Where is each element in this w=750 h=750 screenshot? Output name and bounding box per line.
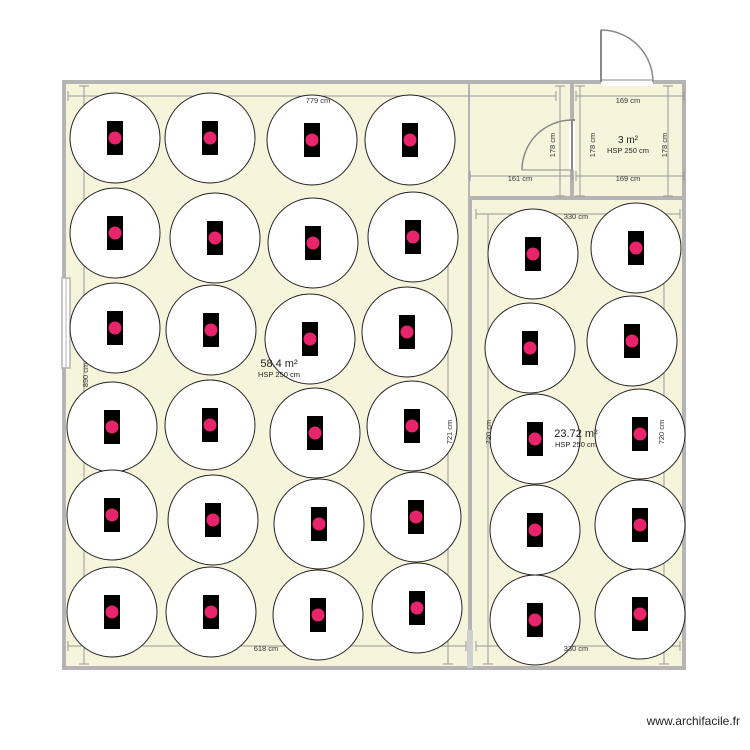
lamp-light-dot — [105, 508, 119, 522]
light-fixture — [69, 187, 161, 279]
room-floors — [62, 80, 686, 670]
lamp-light-dot — [629, 241, 643, 255]
dim-corridor-width: 161 cm — [508, 174, 533, 183]
light-fixture — [484, 302, 576, 394]
light-fixture — [371, 562, 463, 654]
room-labels: 58.4 m² HSP 250 cm 23.72 m² HSP 250 cm 3… — [258, 135, 649, 449]
light-fixture — [366, 380, 458, 472]
dimension-labels: 779 cm 169 cm 169 cm 161 cm 330 cm 330 c… — [81, 96, 669, 653]
lamp-light-dot — [526, 247, 540, 261]
light-fixture — [364, 94, 456, 186]
lamp-light-dot — [633, 427, 647, 441]
light-fixture — [594, 568, 686, 660]
lamp-light-dot — [633, 607, 647, 621]
door-small-room — [521, 119, 575, 171]
light-fixture — [66, 381, 158, 473]
lamp-light-dot — [528, 523, 542, 537]
light-fixture — [69, 282, 161, 374]
light-fixture — [66, 566, 158, 658]
main-room-hsp: HSP 250 cm — [258, 370, 300, 379]
light-fixture — [594, 479, 686, 571]
light-fixture — [69, 92, 161, 184]
light-fixture — [489, 574, 581, 666]
small-room-area: 3 m² — [618, 135, 639, 146]
dim-right-right-height: 720 cm — [657, 420, 666, 445]
dim-small-bottom-width: 169 cm — [616, 174, 641, 183]
dim-right-left-height: 720 cm — [484, 420, 493, 445]
light-fixture — [273, 478, 365, 570]
lamp-light-dot — [105, 420, 119, 434]
lamp-light-dot — [203, 418, 217, 432]
lamp-light-dot — [208, 231, 222, 245]
light-fixture — [269, 387, 361, 479]
main-room-area: 58.4 m² — [260, 358, 298, 370]
dim-right-top-width: 330 cm — [564, 212, 589, 221]
light-fixture — [264, 293, 356, 385]
lamp-light-dot — [306, 236, 320, 250]
lamp-light-dot — [406, 230, 420, 244]
lamp-light-dot — [312, 517, 326, 531]
lamp-light-dot — [105, 605, 119, 619]
lamp-light-dot — [311, 608, 325, 622]
small-room-hsp: HSP 250 cm — [607, 146, 649, 155]
light-fixture — [167, 474, 259, 566]
lamp-light-dot — [633, 518, 647, 532]
right-room-area: 23.72 m² — [554, 428, 598, 440]
light-fixture — [165, 566, 257, 658]
lamp-light-dot — [400, 325, 414, 339]
light-fixture — [165, 284, 257, 376]
light-fixture — [594, 388, 686, 480]
archifacile-watermark[interactable]: www.archifacile.fr — [646, 714, 740, 728]
lamp-light-dot — [528, 613, 542, 627]
dim-height-178-a: 178 cm — [548, 133, 557, 158]
dim-main-bottom-width: 618 cm — [254, 644, 279, 653]
light-fixture — [169, 192, 261, 284]
dim-top-width: 779 cm — [306, 96, 331, 105]
lamp-light-dot — [108, 131, 122, 145]
lamp-light-dot — [108, 321, 122, 335]
light-fixture — [586, 295, 678, 387]
light-fixture — [164, 379, 256, 471]
light-fixture — [164, 92, 256, 184]
light-fixture — [361, 286, 453, 378]
window-left — [61, 277, 71, 369]
lamp-light-dot — [410, 601, 424, 615]
light-fixture — [489, 484, 581, 576]
dim-right-bottom-width: 330 cm — [564, 644, 589, 653]
lamp-light-dot — [206, 513, 220, 527]
light-fixture — [266, 94, 358, 186]
lamp-light-dot — [204, 605, 218, 619]
lamp-light-dot — [625, 334, 639, 348]
light-fixture — [66, 469, 158, 561]
light-fixture — [487, 208, 579, 300]
lamp-light-dot — [203, 131, 217, 145]
door-top — [600, 29, 654, 86]
light-fixture — [367, 191, 459, 283]
dim-small-top-width: 169 cm — [616, 96, 641, 105]
dim-height-178-c: 178 cm — [660, 133, 669, 158]
lamp-light-dot — [409, 510, 423, 524]
light-fixtures — [66, 92, 686, 666]
lamp-light-dot — [308, 426, 322, 440]
lamp-light-dot — [108, 226, 122, 240]
light-fixture — [272, 569, 364, 661]
lamp-light-dot — [528, 432, 542, 446]
lamp-light-dot — [204, 323, 218, 337]
light-fixture — [370, 471, 462, 563]
lamp-light-dot — [303, 332, 317, 346]
light-fixture — [590, 202, 682, 294]
lamp-light-dot — [405, 419, 419, 433]
dim-main-inner-height: 721 cm — [445, 420, 454, 445]
corridor-floor — [470, 82, 572, 198]
dim-height-178-b: 178 cm — [588, 133, 597, 158]
right-room-hsp: HSP 250 cm — [555, 440, 597, 449]
lamp-light-dot — [305, 133, 319, 147]
light-fixture — [489, 393, 581, 485]
lamp-light-dot — [403, 133, 417, 147]
light-fixture — [267, 197, 359, 289]
lamp-light-dot — [523, 341, 537, 355]
dim-main-left-height: 890 cm — [81, 363, 90, 388]
